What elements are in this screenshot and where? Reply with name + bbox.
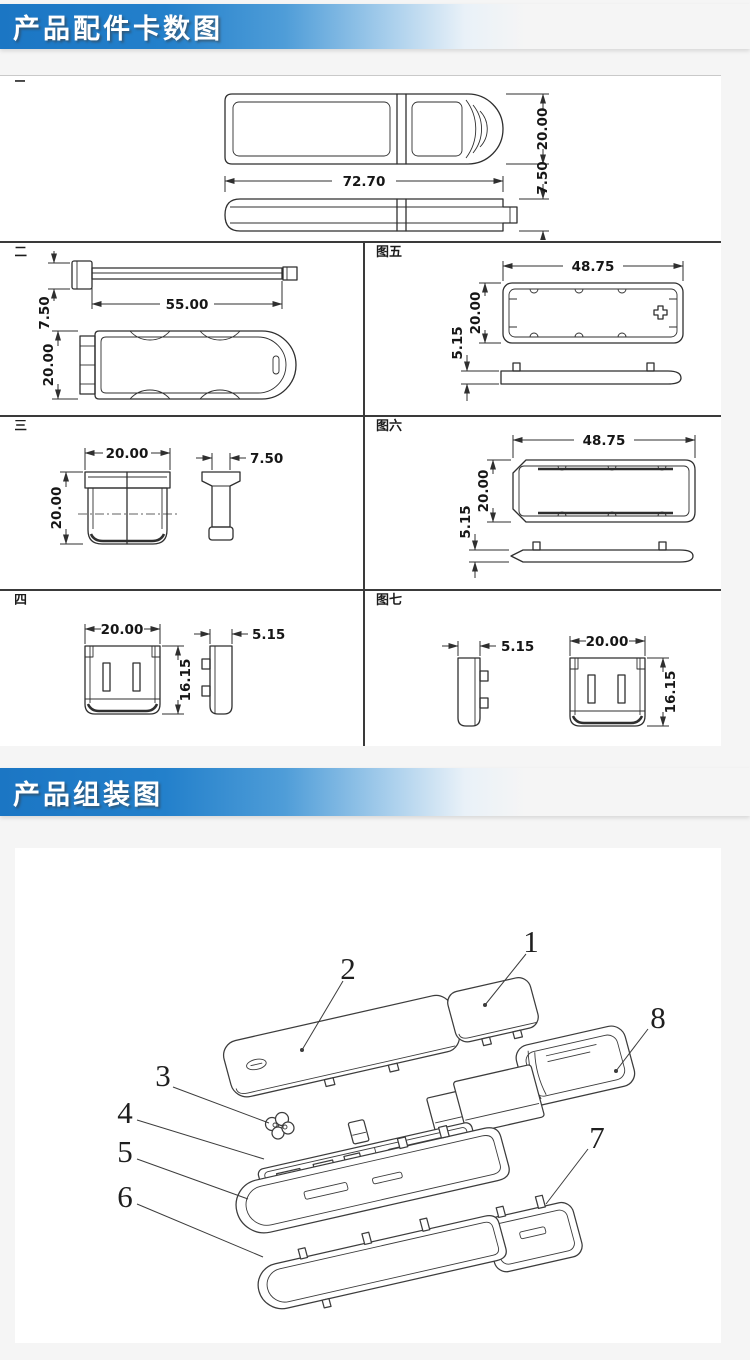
part-number-5: 5 <box>117 1134 133 1169</box>
part-small-block <box>347 1119 370 1145</box>
dim-label: 5.15 <box>458 505 474 538</box>
dim-label: 20.00 <box>535 108 551 151</box>
dim-label: 7.50 <box>37 296 53 329</box>
part-number-7: 7 <box>589 1120 605 1155</box>
figure-label-6: 图六 <box>376 419 403 434</box>
figure-label-7: 图七 <box>376 593 403 608</box>
figure-label-3: 图三 <box>15 420 27 434</box>
dim-label: 20.00 <box>586 634 629 650</box>
part-number-8: 8 <box>650 1000 666 1035</box>
assembly-panel: 1 2 3 4 5 6 7 8 <box>15 848 721 1343</box>
dim-label: 20.00 <box>49 487 65 530</box>
dim-label: 7.50 <box>250 451 283 467</box>
dim-label: 16.15 <box>178 659 194 702</box>
dim-label: 5.15 <box>501 639 534 655</box>
dim-label: 55.00 <box>166 297 209 313</box>
part-number-1: 1 <box>523 924 539 959</box>
dim-label: 48.75 <box>572 259 615 275</box>
banner-accessories: 产品配件卡数图 <box>0 4 750 49</box>
part-flash-chip <box>426 1064 545 1135</box>
figure-1-drawing: 20.00 72.70 7.50 <box>0 78 720 246</box>
dim-label: 5.15 <box>252 627 285 643</box>
dim-label: 20.00 <box>101 622 144 638</box>
part-number-6: 6 <box>117 1179 133 1214</box>
banner-accessories-title: 产品配件卡数图 <box>13 14 223 45</box>
dim-label: 16.15 <box>663 671 679 714</box>
dim-label: 5.15 <box>450 326 466 359</box>
assembly-drawing: 1 2 3 4 5 6 7 8 <box>117 924 666 1310</box>
leader-lines <box>136 953 649 1258</box>
figure-6-drawing: 48.75 20.00 5.15 <box>363 417 720 593</box>
part-bottom-plate <box>257 1215 507 1310</box>
dim-label: 20.00 <box>476 470 492 513</box>
figure-7-drawing: 5.15 20.00 16.15 <box>363 591 720 750</box>
accessories-panel: 图一 图二 图三 图四 图五 图六 图七 20.00 72.70 <box>0 75 721 746</box>
part-lower-shell <box>235 1125 510 1234</box>
part-number-3: 3 <box>155 1058 171 1093</box>
table-divider-v <box>363 241 365 746</box>
figure-label-4: 图四 <box>15 594 27 608</box>
figure-5-drawing: 48.75 20.00 5.15 <box>363 243 720 419</box>
table-divider-h2 <box>0 415 721 417</box>
dim-label: 72.70 <box>343 174 386 190</box>
dim-label: 20.00 <box>41 344 57 387</box>
part-number-4: 4 <box>117 1095 133 1130</box>
figure-label-1: 图一 <box>15 76 25 84</box>
dim-label: 48.75 <box>583 433 626 449</box>
dim-label: 20.00 <box>468 292 484 335</box>
figure-4-drawing: 20.00 16.15 5.15 <box>0 591 363 750</box>
dim-label: 7.50 <box>535 161 551 194</box>
figure-label-5: 图五 <box>376 245 403 260</box>
banner-assembly: 产品组装图 <box>0 768 750 816</box>
banner-assembly-title: 产品组装图 <box>13 779 163 811</box>
figure-label-2: 图二 <box>15 246 27 260</box>
table-divider-h1 <box>0 241 721 243</box>
figure-2-drawing: 7.50 55.00 20.00 <box>0 243 363 419</box>
part-led-holder <box>264 1111 295 1140</box>
part-end-tray <box>485 1194 583 1273</box>
figure-3-drawing: 20.00 20.00 7.50 <box>0 417 363 593</box>
table-divider-h3 <box>0 589 721 591</box>
part-top-cover <box>222 994 461 1098</box>
part-number-2: 2 <box>340 951 356 986</box>
dim-label: 20.00 <box>106 446 149 462</box>
part-cap-cover <box>447 977 539 1047</box>
